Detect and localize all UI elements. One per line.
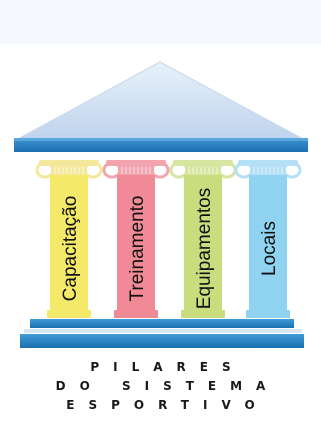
pillar-label-treinamento: Treinamento: [127, 196, 148, 302]
pillar-shaft: [50, 175, 88, 318]
roof-beam-highlight: [14, 138, 308, 141]
roof-pediment: [15, 61, 306, 141]
pillar-capital-echinus: [185, 165, 221, 175]
pillar-shaft: [249, 175, 287, 318]
base-step-top: [30, 319, 294, 328]
pillar-base: [47, 310, 91, 318]
pillar-label-equipamentos: Equipamentos: [194, 188, 215, 309]
pillar-equipamentos: Equipamentos: [169, 160, 237, 318]
caption-line-3: ESPORTIVO: [66, 398, 269, 412]
pillar-capital-echinus: [118, 165, 154, 175]
caption-line-2: DO SISTEMA: [55, 379, 280, 393]
pillar-capital-slab: [39, 160, 99, 166]
roof-beam: [14, 138, 308, 152]
caption-line-1: PILARES: [90, 360, 245, 374]
pillar-capital-slab: [238, 160, 298, 166]
pillar-capital-echinus: [250, 165, 286, 175]
pillar-treinamento: Treinamento: [102, 160, 170, 318]
pillar-capital-slab: [106, 160, 166, 166]
pillar-base: [181, 310, 225, 318]
pillar-label-capacitacao: Capacitação: [60, 196, 81, 302]
pillar-label-locais: Locais: [259, 221, 280, 276]
pillar-capital-echinus: [51, 165, 87, 175]
pillars-group: Capacitação Treinamento Equipamentos Locais: [35, 160, 302, 318]
pillar-shaft: [184, 175, 222, 318]
pillar-capacitacao: Capacitação: [35, 160, 103, 318]
header-band: [0, 0, 321, 44]
base-step-middle: [24, 329, 302, 333]
pillar-shaft: [117, 175, 155, 318]
base-step-bottom: [20, 334, 304, 348]
pillar-capital-slab: [173, 160, 233, 166]
pillar-base: [246, 310, 290, 318]
pillar-locais: Locais: [234, 160, 302, 318]
pillar-base: [114, 310, 158, 318]
